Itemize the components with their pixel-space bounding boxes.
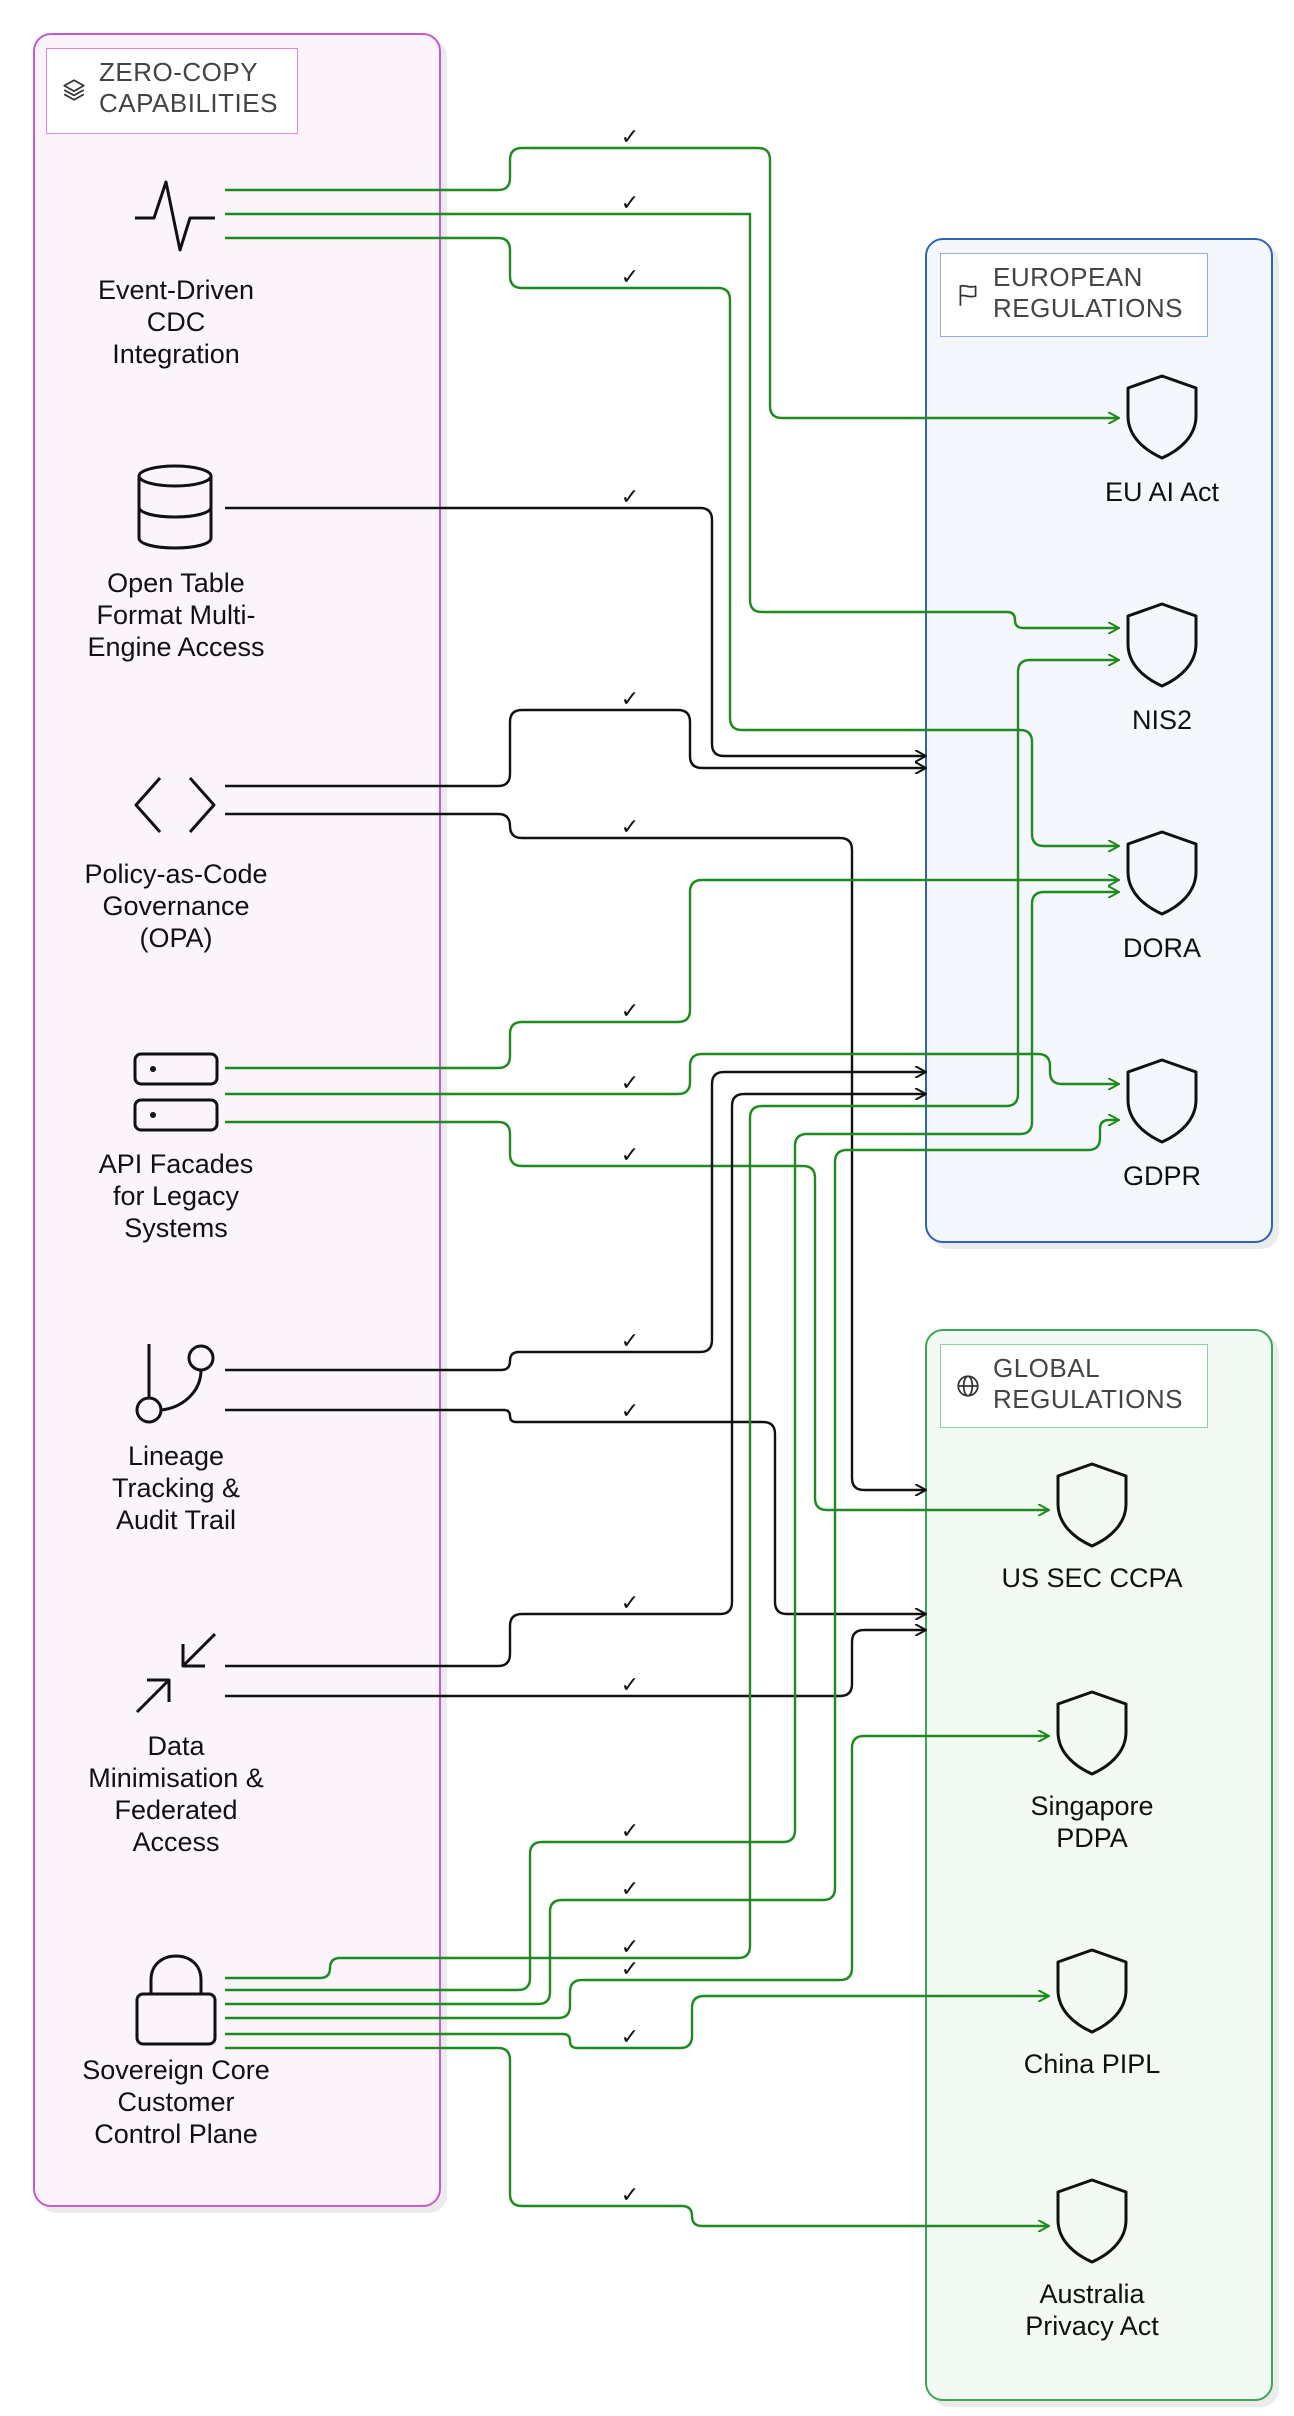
edge-pac-to-european: [225, 708, 925, 788]
edge-check-label: ✓: [621, 999, 639, 1024]
global-group-title: GLOBAL REGULATIONS: [940, 1344, 1208, 1428]
edge-min-to-european: [225, 1094, 925, 1668]
edge-otf-to-european: [225, 506, 925, 756]
edge-api-to-dora: [225, 880, 1118, 1070]
server-icon: [133, 1052, 219, 1132]
global-regulations-group: [925, 1329, 1273, 2401]
minimize-icon: [135, 1632, 217, 1714]
edge-cdc-to-euai: [225, 146, 1118, 418]
edge-check-label: ✓: [621, 265, 639, 290]
capabilities-title-line1: ZERO-COPY: [99, 57, 259, 87]
edge-check-label: ✓: [621, 2025, 639, 2050]
edge-pac-to-global: [225, 812, 925, 1490]
edge-check-label: ✓: [621, 1673, 639, 1698]
database-icon: [137, 464, 213, 550]
european-title-line2: REGULATIONS: [993, 293, 1183, 323]
european-group-title: EUROPEAN REGULATIONS: [940, 253, 1208, 337]
edge-check-label: ✓: [621, 687, 639, 712]
shield-icon: [1056, 1690, 1128, 1776]
shield-icon: [1126, 602, 1198, 688]
edge-check-label: ✓: [621, 485, 639, 510]
european-regulations-group: [925, 238, 1273, 1243]
git-branch-icon: [135, 1344, 215, 1424]
edge-sov-to-pipl: [225, 1996, 1048, 2050]
regulation-label-gdpr: GDPR: [1122, 1161, 1202, 1191]
edge-cdc-to-dora: [225, 236, 1118, 846]
globe-icon: [957, 1375, 979, 1397]
activity-icon: [135, 180, 215, 252]
regulation-label-china-pipl: China PIPL: [1023, 2049, 1161, 2079]
edge-sov-to-dora: [225, 892, 1118, 1992]
global-title-line1: GLOBAL: [993, 1353, 1101, 1383]
edge-check-label: ✓: [621, 191, 639, 216]
edge-min-to-global: [225, 1630, 925, 1698]
edge-check-label: ✓: [621, 1071, 639, 1096]
edge-check-label: ✓: [621, 1399, 639, 1424]
edge-check-label: ✓: [621, 1935, 639, 1960]
flag-icon: [959, 284, 977, 306]
edge-check-label: ✓: [621, 815, 639, 840]
edge-api-to-ccpa: [225, 1120, 1048, 1510]
edge-cdc-to-nis2: [225, 212, 1118, 628]
edge-api-to-gdpr: [225, 1052, 1118, 1096]
edge-check-label: ✓: [621, 1877, 639, 1902]
regulation-label-dora: DORA: [1122, 933, 1202, 963]
shield-icon: [1056, 1948, 1128, 2034]
shield-icon: [1126, 374, 1198, 460]
edge-check-label: ✓: [621, 1957, 639, 1982]
shield-icon: [1056, 1462, 1128, 1548]
edge-check-label: ✓: [621, 125, 639, 150]
regulation-label-eu-ai-act: EU AI Act: [1104, 477, 1220, 507]
edge-sov-to-aus: [225, 2046, 1048, 2226]
edge-sov-to-gdpr: [225, 1120, 1118, 2006]
edge-check-label: ✓: [621, 1143, 639, 1168]
edge-sov-to-nis2: [225, 660, 1118, 1980]
edge-check-label: ✓: [621, 1329, 639, 1354]
lock-icon: [135, 1954, 217, 2046]
regulation-label-nis2: NIS2: [1131, 705, 1193, 735]
regulation-label-us-sec-ccpa: US SEC CCPA: [1001, 1563, 1183, 1593]
edge-lin-to-european: [225, 1072, 925, 1372]
layers-icon: [63, 79, 85, 101]
edge-sov-to-pdpa: [225, 1736, 1048, 2020]
capabilities-group: [33, 33, 441, 2207]
shield-icon: [1126, 830, 1198, 916]
edge-check-label: ✓: [621, 1819, 639, 1844]
capabilities-group-title: ZERO-COPY CAPABILITIES: [46, 48, 298, 134]
code-icon: [134, 777, 216, 833]
edge-check-label: ✓: [621, 2183, 639, 2208]
shield-icon: [1126, 1058, 1198, 1144]
capabilities-title-line2: CAPABILITIES: [99, 88, 278, 118]
edge-check-label: ✓: [621, 1591, 639, 1616]
european-title-line1: EUROPEAN: [993, 262, 1143, 292]
global-title-line2: REGULATIONS: [993, 1384, 1183, 1414]
edge-lin-to-global: [225, 1408, 925, 1614]
shield-icon: [1056, 2178, 1128, 2264]
